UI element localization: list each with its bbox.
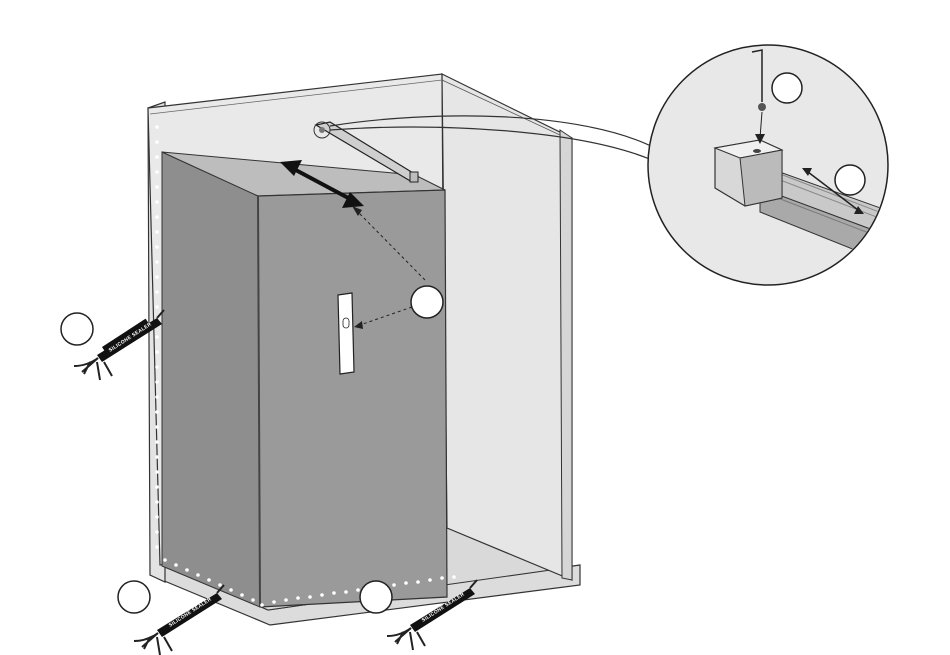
callout-circle — [835, 165, 865, 195]
callout-circle — [61, 313, 93, 345]
svg-text:SILICONE SEALER: SILICONE SEALER — [108, 321, 153, 353]
callout-circle — [360, 581, 392, 613]
svg-text:SILICONE SEALER: SILICONE SEALER — [168, 596, 213, 628]
right-wall — [442, 74, 572, 580]
callout-circle — [772, 73, 802, 103]
callout-circle — [411, 286, 443, 318]
glass-panel — [162, 152, 447, 607]
spirit-level-icon — [338, 293, 354, 374]
callout-circle — [118, 581, 150, 613]
